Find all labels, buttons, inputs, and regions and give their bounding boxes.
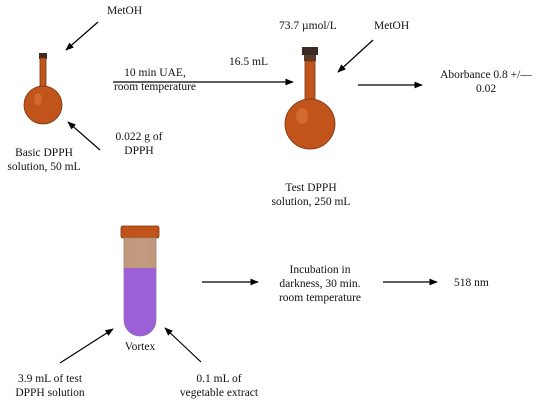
test-solution-volume-line-2: DPPH solution [15, 387, 85, 399]
dpph-mass-line-2: DPPH [124, 145, 154, 157]
absorbance-label: Aborbance 0.8 +/— 0.02 [432, 68, 540, 96]
arrow-metoh-to-basic-flask [65, 21, 99, 51]
incubation-line-2: darkness, 30 min. [279, 278, 361, 290]
extract-volume-line-2: vegetable extract [179, 387, 259, 399]
test-dpph-flask [284, 47, 336, 150]
uae-step-line-1: 10 min UAE, [124, 67, 186, 79]
arrow-dpph-to-basic-flask [67, 121, 101, 151]
dpph-mass-line-1: 0.022 g of [115, 131, 163, 143]
volume-transfer-label: 16.5 mL [229, 56, 268, 68]
uae-step-label: 10 min UAE, room temperature [104, 66, 206, 94]
metoh-label-right: MetOH [374, 20, 410, 32]
uae-step-line-2: room temperature [113, 81, 197, 93]
wavelength-label: 518 nm [454, 277, 489, 289]
incubation-line-1: Incubation in [289, 264, 351, 276]
test-dpph-caption-line-2: solution, 250 mL [271, 196, 351, 208]
concentration-label: 73.7 µmol/L [279, 20, 337, 32]
absorbance-line-2: 0.02 [475, 83, 497, 95]
metoh-label-left: MetOH [107, 5, 143, 17]
basic-dpph-caption-line-2: solution, 50 mL [7, 161, 81, 173]
dpph-mass-label: 0.022 g of DPPH [103, 130, 175, 158]
test-solution-volume-label: 3.9 mL of test DPPH solution [4, 372, 96, 400]
test-solution-volume-line-1: 3.9 mL of test [17, 373, 83, 385]
test-dpph-caption: Test DPPH solution, 250 mL [265, 181, 357, 209]
basic-dpph-flask [23, 53, 63, 125]
basic-dpph-caption: Basic DPPH solution, 50 mL [0, 146, 88, 174]
absorbance-line-1: Aborbance 0.8 +/— [440, 69, 532, 81]
test-tube [120, 225, 160, 337]
extract-volume-line-1: 0.1 mL of [196, 373, 242, 385]
extract-volume-label: 0.1 mL of vegetable extract [171, 372, 267, 400]
test-dpph-caption-line-1: Test DPPH [285, 182, 337, 194]
incubation-line-3: room temperature [278, 292, 362, 304]
arrow-metoh-to-test-flask [337, 39, 374, 73]
arrow-test-solution-to-tube [59, 328, 114, 364]
incubation-label: Incubation in darkness, 30 min. room tem… [264, 263, 376, 305]
arrow-extract-to-tube [164, 327, 202, 363]
basic-dpph-caption-line-1: Basic DPPH [15, 147, 73, 159]
vortex-label: Vortex [124, 341, 156, 353]
